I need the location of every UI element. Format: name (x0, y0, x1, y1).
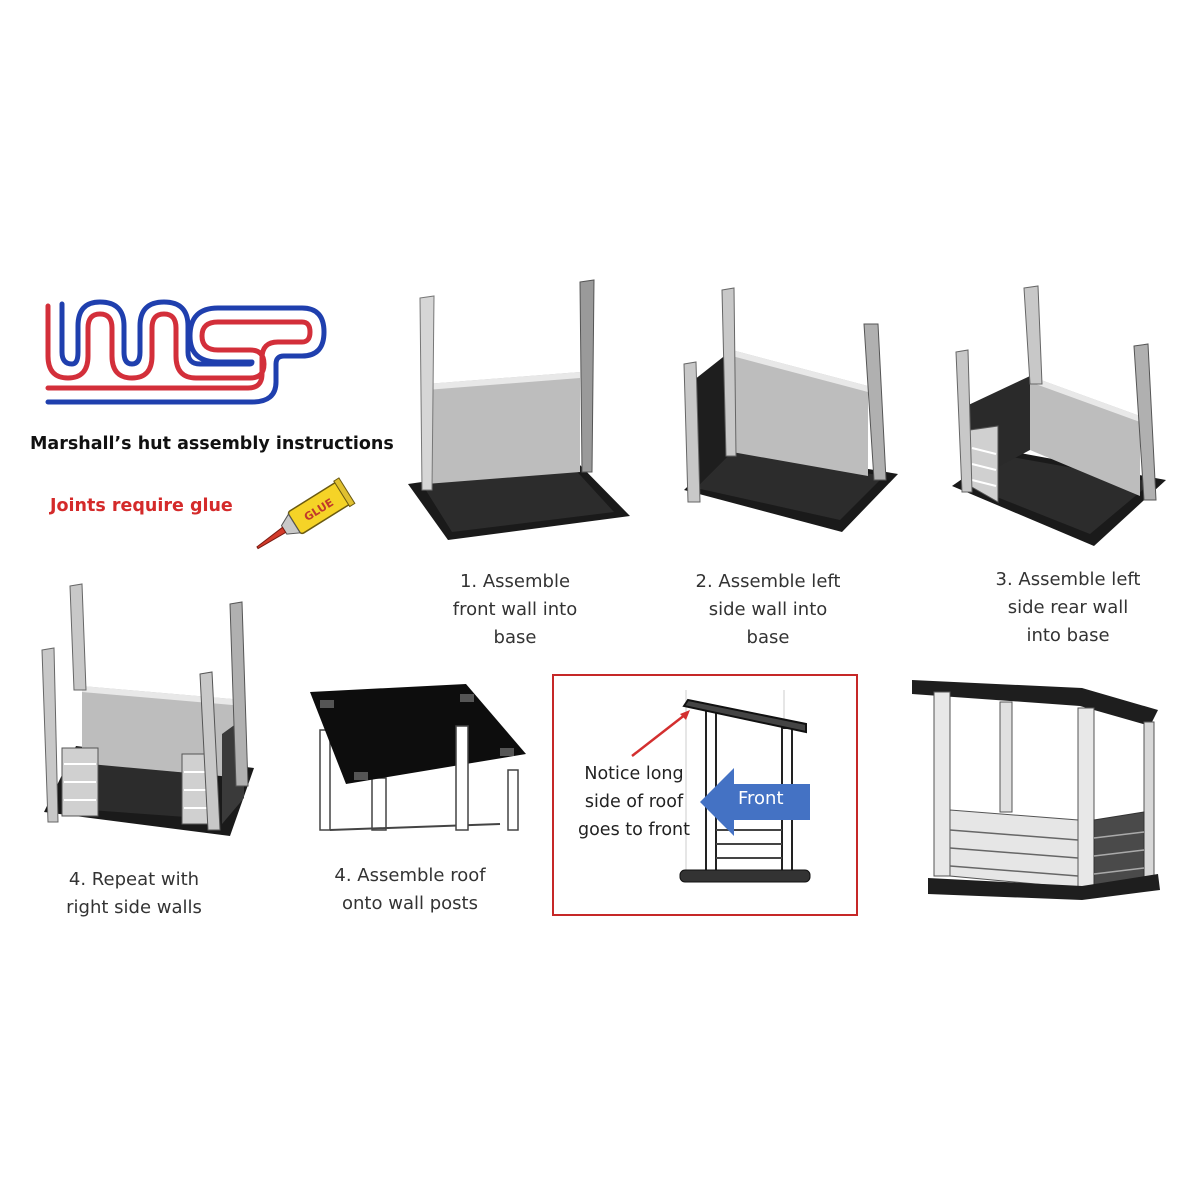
left-post (419, 295, 435, 491)
right-post (579, 279, 595, 473)
step-2-illustration (683, 287, 898, 532)
post (41, 647, 59, 823)
logo-red-track (45, 303, 313, 391)
step-4-illustration (41, 583, 254, 836)
step-2-caption: 2. Assemble left side wall into base (695, 571, 841, 648)
post (1143, 721, 1155, 879)
logo-blue-track (45, 299, 327, 405)
glue-tube-icon: GLUE (256, 477, 356, 550)
step-1-caption: 1. Assemble front wall into base (452, 571, 578, 648)
post (1023, 285, 1043, 385)
red-pointer-arrow (631, 710, 690, 757)
side-base (679, 869, 811, 883)
completed-hut-illustration (912, 680, 1160, 900)
base (928, 874, 1160, 900)
post (955, 349, 973, 493)
post (1133, 343, 1157, 501)
post (371, 777, 387, 831)
post (683, 361, 701, 503)
post (69, 583, 87, 691)
sloped-roof (682, 698, 807, 734)
roof-panel (310, 684, 526, 784)
step-1-illustration (408, 279, 630, 540)
post (199, 671, 221, 831)
front-wall-panel (426, 372, 580, 484)
step-3-illustration (952, 285, 1166, 546)
left-side-wall (694, 350, 732, 490)
post (455, 725, 469, 831)
post (999, 701, 1013, 813)
floor (90, 764, 200, 818)
step-4-caption: 4. Repeat with right side walls (66, 869, 202, 918)
post (229, 601, 249, 787)
post (863, 323, 887, 481)
step-5-illustration (310, 684, 526, 831)
left-wall-panels (61, 747, 99, 817)
roof-orientation-callout (552, 674, 858, 916)
step-5-caption: 4. Assemble roof onto wall posts (334, 865, 486, 914)
front-wall-panels (949, 809, 1079, 889)
glue-note: Joints require glue (50, 496, 233, 516)
side-wall-panels (1093, 811, 1145, 889)
wmsp-logo (45, 299, 327, 405)
post (507, 769, 519, 831)
roof (912, 680, 1158, 726)
step-3-caption: 3. Assemble left side rear wall into bas… (995, 569, 1141, 646)
page-title: Marshall’s hut assembly instructions (30, 434, 394, 454)
post (933, 691, 951, 877)
front-arrow-label: Front (738, 788, 784, 809)
callout-text: Notice long side of roof goes to front (577, 764, 691, 840)
post (319, 729, 331, 831)
post (1077, 707, 1095, 889)
front-arrow-icon (700, 768, 810, 836)
post (721, 287, 737, 457)
